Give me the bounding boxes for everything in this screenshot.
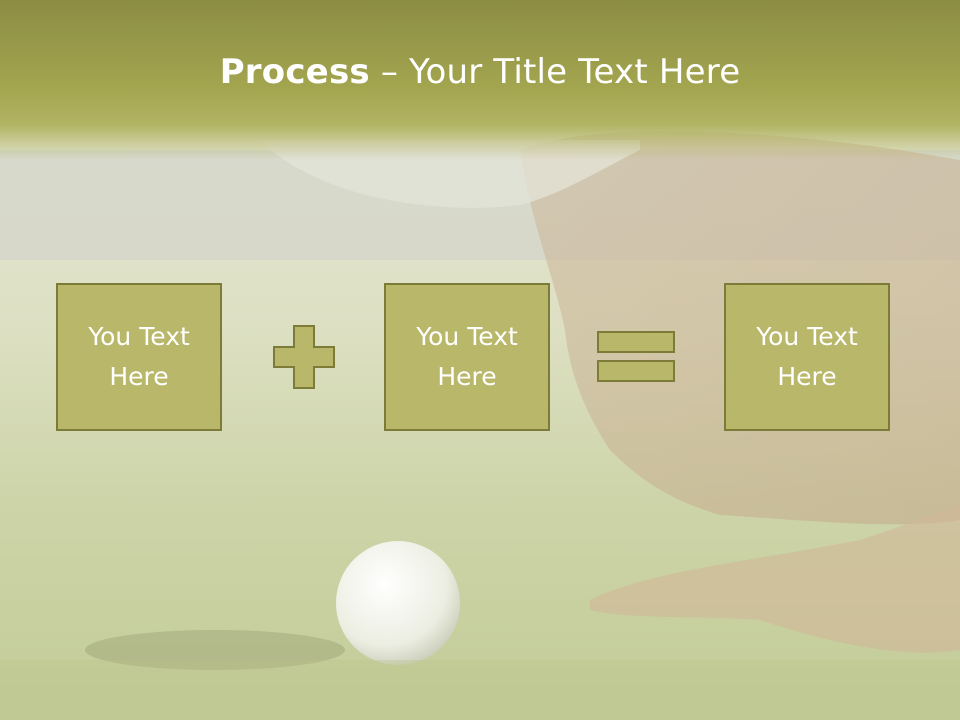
title-rest: – Your Title Text Here	[369, 52, 741, 92]
golf-ball	[336, 541, 460, 665]
title-bold: Process	[219, 52, 370, 92]
cup-hole	[85, 630, 345, 670]
text-box-3-label: You Text Here	[756, 322, 858, 391]
text-box-2[interactable]: You Text Here	[384, 283, 550, 431]
header-band	[0, 0, 960, 160]
plus-icon	[273, 325, 335, 389]
grass	[0, 660, 960, 720]
text-box-1[interactable]: You Text Here	[56, 283, 222, 431]
golfer-hand	[590, 505, 960, 653]
text-box-3[interactable]: You Text Here	[724, 283, 890, 431]
equals-icon	[597, 331, 675, 382]
slide-title: Process – Your Title Text Here	[0, 52, 960, 92]
text-box-1-label: You Text Here	[88, 322, 190, 391]
text-box-2-label: You Text Here	[416, 322, 518, 391]
